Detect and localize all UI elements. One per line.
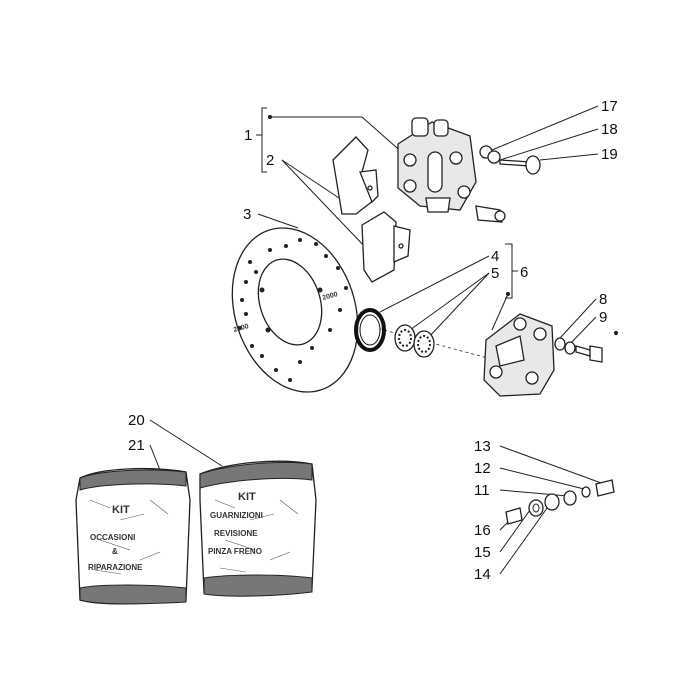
caliper-mount bbox=[483, 313, 555, 397]
bleed-screw-group bbox=[479, 145, 541, 175]
bearing-outer bbox=[413, 330, 435, 358]
callout-3: 3 bbox=[243, 206, 251, 223]
callout-9: 9 bbox=[599, 309, 607, 326]
kit-bag-20: KIT GUARNIZIONI REVISIONE PINZA FRENO bbox=[199, 460, 317, 597]
callout-13: 13 bbox=[474, 438, 491, 455]
brake-pad-lower bbox=[361, 211, 411, 283]
callout-1: 1 bbox=[244, 127, 252, 144]
kit-21-line-2: OCCASIONI bbox=[90, 533, 135, 542]
callout-16: 16 bbox=[474, 522, 491, 539]
mount-bolt bbox=[554, 337, 603, 363]
callout-11: 11 bbox=[474, 482, 490, 499]
kit-21-line-3: & bbox=[112, 547, 118, 556]
brake-pad-upper bbox=[332, 136, 379, 215]
callout-20: 20 bbox=[128, 412, 145, 429]
callout-17: 17 bbox=[601, 98, 618, 115]
callout-labels: 1 2 3 4 5 6 8 9 11 12 13 14 15 16 17 18 … bbox=[128, 98, 618, 583]
kit-20-line-1: KIT bbox=[238, 491, 256, 503]
small-hardware-group bbox=[505, 479, 615, 525]
leader-lines bbox=[149, 105, 619, 575]
callout-4: 4 bbox=[491, 248, 499, 265]
brake-caliper bbox=[397, 117, 506, 223]
disc-stamp-text: 2000 bbox=[322, 291, 339, 302]
callout-21: 21 bbox=[128, 437, 145, 454]
seal-ring bbox=[354, 308, 386, 352]
kit-20-line-4: PINZA FRENO bbox=[208, 547, 262, 556]
kit-20-line-2: GUARNIZIONI bbox=[210, 511, 263, 520]
callout-2: 2 bbox=[266, 152, 274, 169]
kit-21-line-4: RIPARAZIONE bbox=[88, 563, 143, 572]
callout-12: 12 bbox=[474, 460, 491, 477]
disc-stamp-text-2: 2000 bbox=[233, 323, 250, 334]
bearing-inner bbox=[394, 324, 416, 352]
callout-15: 15 bbox=[474, 544, 491, 561]
kit-21-line-1: KIT bbox=[112, 504, 130, 516]
kit-bag-21: KIT OCCASIONI & RIPARAZIONE bbox=[75, 467, 191, 605]
callout-14: 14 bbox=[474, 566, 491, 583]
kit-20-line-3: REVISIONE bbox=[214, 529, 258, 538]
callout-6: 6 bbox=[520, 264, 528, 281]
callout-18: 18 bbox=[601, 121, 618, 138]
callout-5: 5 bbox=[491, 265, 499, 282]
brake-disc: 2000 2000 bbox=[231, 227, 359, 393]
callout-19: 19 bbox=[601, 146, 618, 163]
callout-8: 8 bbox=[599, 291, 607, 308]
